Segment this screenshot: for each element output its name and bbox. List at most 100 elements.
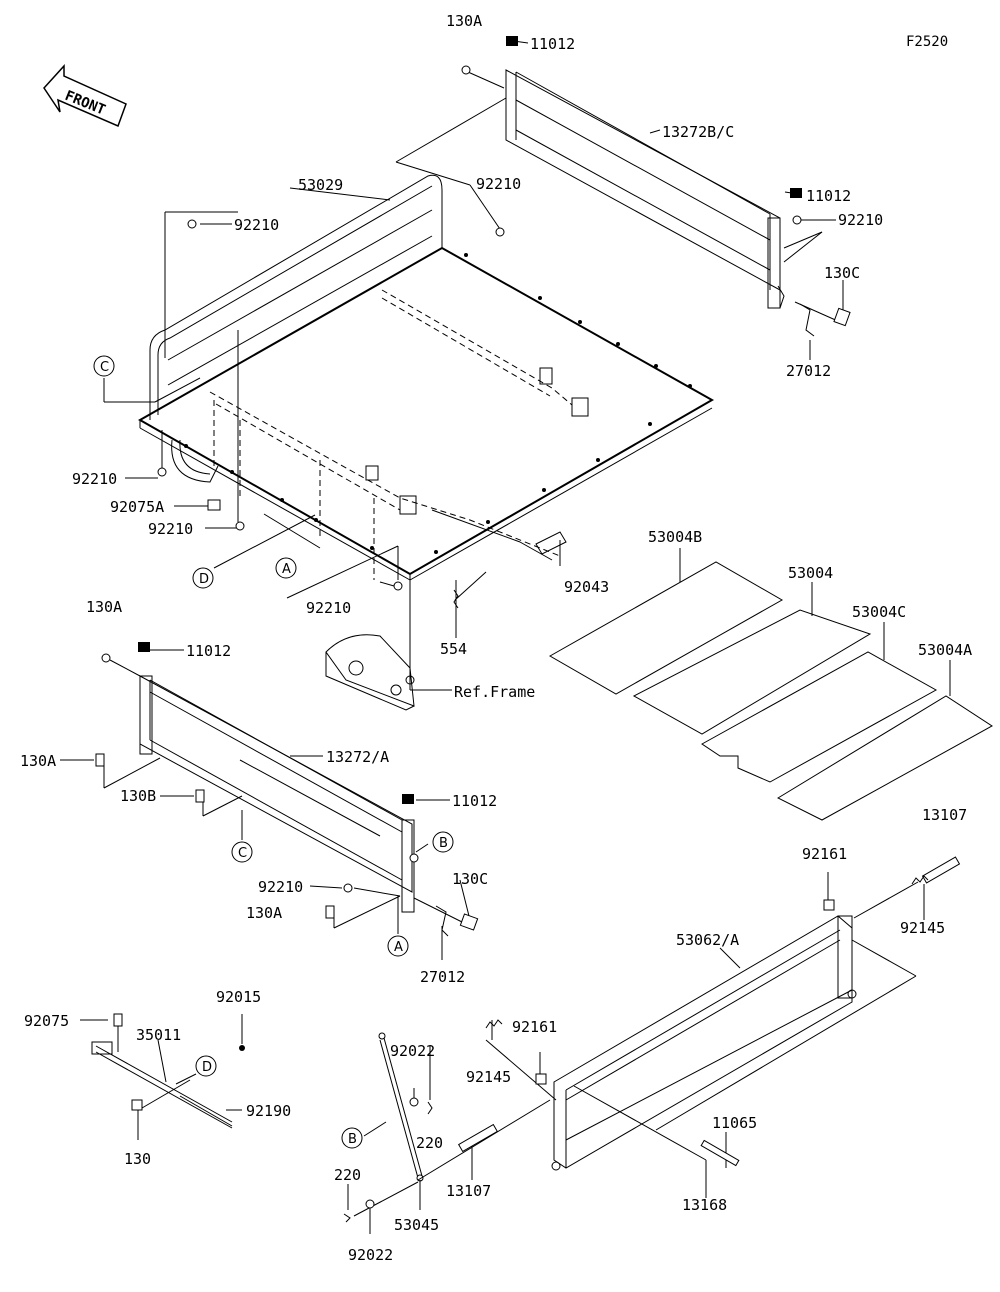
part-label-13107: 13107	[922, 806, 967, 824]
callout-b-cable: B	[341, 1127, 363, 1149]
cable-assembly	[378, 1032, 424, 1182]
part-label-130: 130	[124, 1150, 151, 1168]
washer-icon	[365, 1199, 375, 1209]
floor-mats	[548, 561, 993, 821]
nut-icon	[393, 581, 403, 591]
part-label-220: 220	[416, 1134, 443, 1152]
part-label-92210: 92210	[148, 520, 193, 538]
latch-icon	[435, 905, 449, 937]
svg-text:B: B	[439, 836, 448, 851]
part-label-554: 554	[440, 640, 467, 658]
latch-icon	[799, 303, 815, 337]
pin-icon	[921, 856, 961, 884]
bolt-icon	[195, 789, 205, 803]
spring-icon	[911, 875, 929, 885]
cap-icon	[506, 36, 518, 46]
clip-icon	[343, 1213, 351, 1223]
part-label-130a: 130A	[446, 12, 482, 30]
svg-text:C: C	[238, 846, 247, 861]
part-label-27012: 27012	[786, 362, 831, 380]
part-label-92022: 92022	[348, 1246, 393, 1264]
part-label-130b: 130B	[120, 787, 156, 805]
bolt-icon	[833, 307, 851, 327]
part-label-53004b: 53004B	[648, 528, 702, 546]
cap-icon	[790, 188, 802, 198]
svg-text:C: C	[100, 360, 109, 375]
part-label-130a: 130A	[86, 598, 122, 616]
pin-icon	[457, 1123, 499, 1153]
svg-text:A: A	[282, 562, 291, 577]
part-label-53004: 53004	[788, 564, 833, 582]
svg-text:A: A	[394, 940, 403, 955]
nut-icon	[239, 1045, 245, 1051]
part-label-11065: 11065	[712, 1114, 757, 1132]
washer-icon	[409, 853, 419, 863]
part-label-92210: 92210	[306, 599, 351, 617]
part-label-92210: 92210	[234, 216, 279, 234]
ref-frame	[325, 634, 415, 711]
nut-icon	[343, 883, 353, 893]
bolt-icon	[823, 899, 835, 911]
nut-icon	[187, 219, 197, 229]
part-label-92190: 92190	[246, 1102, 291, 1120]
part-label-13168: 13168	[682, 1196, 727, 1214]
part-label-130c: 130C	[824, 264, 860, 282]
clip-icon	[427, 1101, 433, 1115]
part-label-92210: 92210	[258, 878, 303, 896]
front-arrow-icon: FRONT	[43, 64, 127, 128]
part-label-130a: 130A	[20, 752, 56, 770]
part-label-92075a: 92075A	[110, 498, 164, 516]
part-label-92145: 92145	[466, 1068, 511, 1086]
callout-d-rod: D	[195, 1055, 217, 1077]
part-label-92210: 92210	[838, 211, 883, 229]
part-label-13272a: 13272/A	[326, 748, 389, 766]
cargo-bed	[137, 174, 715, 581]
bolt-icon	[459, 913, 479, 931]
part-label-92145: 92145	[900, 919, 945, 937]
part-label-11012: 11012	[530, 35, 575, 53]
callout-a-side: A	[387, 935, 409, 957]
washer-icon	[409, 1097, 419, 1107]
svg-text:B: B	[348, 1132, 357, 1147]
cap-icon	[113, 1013, 123, 1027]
bolt-icon	[101, 653, 111, 663]
bolt-icon	[131, 1099, 143, 1111]
part-label-53004a: 53004A	[918, 641, 972, 659]
part-label-53062a: 53062/A	[676, 931, 739, 949]
bolt-icon	[95, 753, 105, 767]
part-label-11012: 11012	[452, 792, 497, 810]
part-label-220: 220	[334, 1166, 361, 1184]
part-label-13107: 13107	[446, 1182, 491, 1200]
clip-icon	[207, 499, 221, 511]
rear-side-panel-top	[505, 69, 785, 309]
nut-icon	[157, 467, 167, 477]
bolt-icon	[461, 65, 471, 75]
part-label-92043: 92043	[564, 578, 609, 596]
cap-icon	[402, 794, 414, 804]
nut-icon	[792, 215, 802, 225]
part-label-53004c: 53004C	[852, 603, 906, 621]
nut-icon	[235, 521, 245, 531]
side-panel-lower	[139, 675, 415, 913]
callout-c-top: C	[93, 355, 115, 377]
part-label-92161: 92161	[512, 1018, 557, 1036]
callout-b-side: B	[432, 831, 454, 853]
bolt-icon	[535, 1073, 547, 1085]
part-label-92022: 92022	[390, 1042, 435, 1060]
part-label-27012: 27012	[420, 968, 465, 986]
part-label-11012: 11012	[806, 187, 851, 205]
part-label-53029: 53029	[298, 176, 343, 194]
bolt-icon	[325, 905, 335, 919]
part-label-130a: 130A	[246, 904, 282, 922]
ref-frame-label: Ref.Frame	[454, 683, 535, 701]
figure-code: F2520	[906, 34, 948, 50]
part-label-92075: 92075	[24, 1012, 69, 1030]
part-label-11012: 11012	[186, 642, 231, 660]
part-label-92015: 92015	[216, 988, 261, 1006]
nut-icon	[495, 227, 505, 237]
tailgate	[551, 915, 857, 1171]
part-label-92210: 92210	[476, 175, 521, 193]
part-label-92210: 92210	[72, 470, 117, 488]
